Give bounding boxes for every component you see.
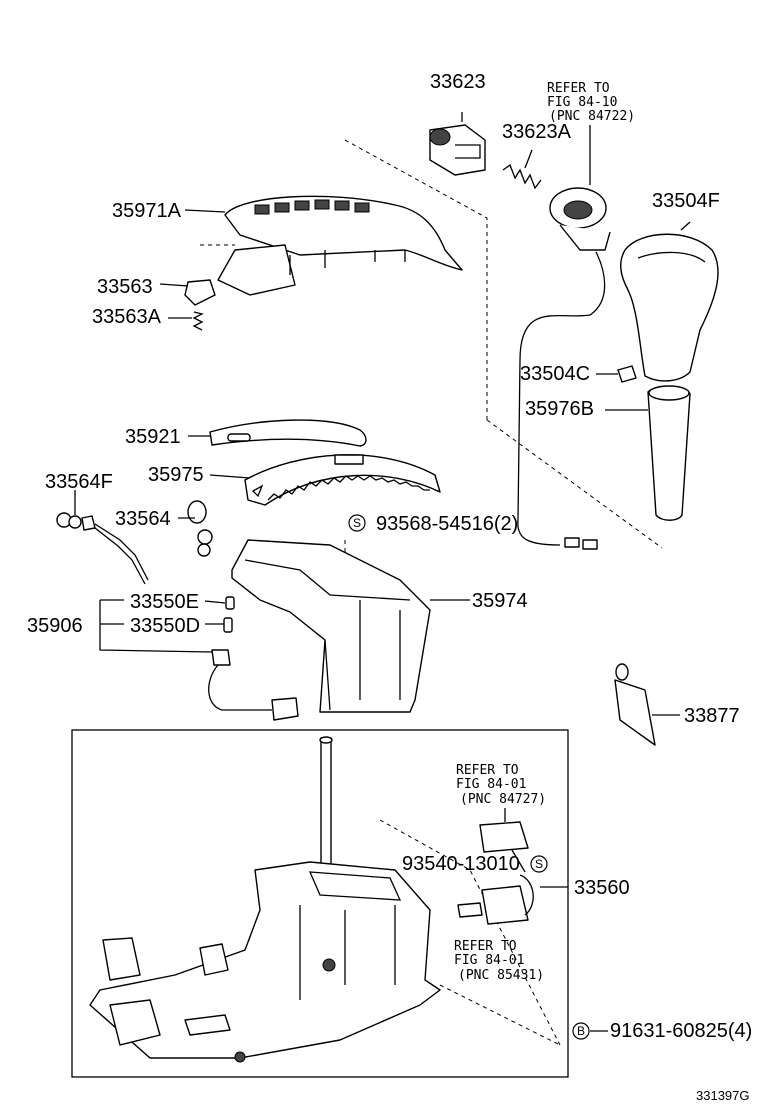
part-33877-caution-plate: [614, 663, 680, 746]
svg-text:REFER TO: REFER TO: [547, 81, 610, 96]
svg-text:REFER TO: REFER TO: [454, 939, 517, 954]
label-93540: 93540-13010: [402, 853, 520, 875]
label-33564F: 33564F: [45, 471, 113, 493]
symbol-s-93568: S: [348, 514, 366, 532]
label-93568: 93568-54516(2): [376, 513, 518, 535]
svg-text:(PNC 85431): (PNC 85431): [458, 968, 544, 983]
svg-text:B: B: [577, 1024, 585, 1038]
label-33560: 33560: [574, 877, 630, 899]
svg-text:FIG 84-01: FIG 84-01: [456, 777, 526, 792]
label-35974: 35974: [472, 590, 528, 612]
label-91631: 91631-60825(4): [610, 1020, 752, 1042]
label-35906: 35906: [27, 615, 83, 637]
part-35974-position-indicator-housing: [231, 539, 470, 713]
part-35975-slide-plate-rack: [209, 454, 441, 506]
label-33504F: 33504F: [652, 190, 720, 212]
label-35971A: 35971A: [112, 200, 182, 222]
part-35906-indicator-wire: [99, 596, 299, 721]
part-35971A-indicator-housing: [184, 195, 463, 296]
part-ref-85431-solenoid: [457, 874, 568, 925]
svg-text:(PNC 84727): (PNC 84727): [460, 792, 546, 807]
svg-text:FIG 84-10: FIG 84-10: [547, 95, 617, 110]
part-ref-84722-button: [517, 125, 611, 550]
part-number-labels: 33623 33623A 35971A 33563 33563A 33504F …: [27, 71, 752, 1042]
label-33623: 33623: [430, 71, 486, 93]
label-33563A: 33563A: [92, 306, 162, 328]
label-33550E: 33550E: [130, 591, 199, 613]
part-33564-lock-rod: [178, 500, 213, 557]
svg-text:REFER TO: REFER TO: [456, 763, 519, 778]
refer-note-84-10: REFER TO FIG 84-10 (PNC 84722): [547, 81, 635, 124]
refer-note-84-01-b: REFER TO FIG 84-01 (PNC 85431): [454, 939, 544, 983]
part-35976B-knob-shaft: [605, 385, 691, 521]
label-33563: 33563: [97, 276, 153, 298]
part-33563-clip: [159, 279, 216, 306]
label-33504C: 33504C: [520, 363, 590, 385]
sub-assembly-frame: [71, 729, 569, 1078]
label-33623A: 33623A: [502, 121, 572, 143]
label-33550D: 33550D: [130, 615, 200, 637]
svg-text:S: S: [353, 516, 361, 530]
svg-text:S: S: [535, 857, 543, 871]
part-33560-shift-lever-assembly: [89, 736, 441, 1063]
svg-text:(PNC 84722): (PNC 84722): [549, 109, 635, 124]
svg-text:FIG 84-01: FIG 84-01: [454, 953, 524, 968]
part-33623A-spring: [502, 149, 542, 190]
part-33504C-screw: [596, 365, 637, 383]
part-33563A-spring: [168, 311, 204, 331]
label-33877: 33877: [684, 705, 740, 727]
part-35921-slide-plate: [188, 419, 367, 447]
part-33564F-lock-cable: [56, 490, 149, 585]
refer-note-84-01-a: REFER TO FIG 84-01 (PNC 84727): [456, 763, 546, 807]
label-33564: 33564: [115, 508, 171, 530]
label-35921: 35921: [125, 426, 181, 448]
symbol-b-91631: B: [572, 1022, 590, 1040]
part-ref-84727-switch: [479, 808, 529, 873]
part-33504F-shift-knob: [620, 221, 719, 382]
part-33623-lock-bushing: [429, 112, 486, 176]
figure-id: 331397G: [696, 1088, 750, 1103]
label-35975: 35975: [148, 464, 204, 486]
label-35976B: 35976B: [525, 398, 594, 420]
symbol-s-93540: S: [530, 855, 548, 873]
